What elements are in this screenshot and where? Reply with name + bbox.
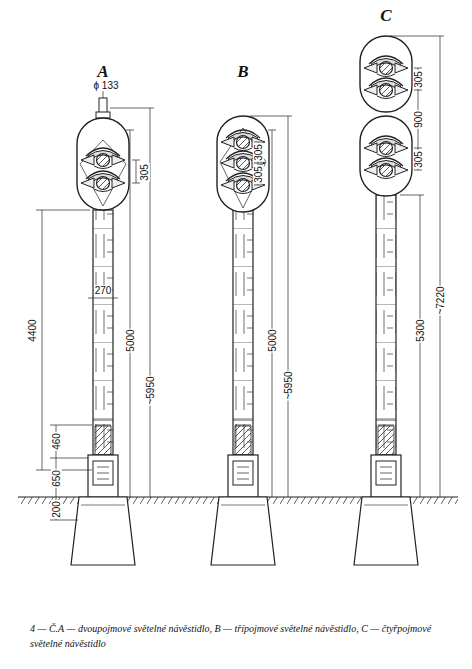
signal-letter: C xyxy=(379,7,392,26)
dimension: 270 xyxy=(94,285,113,296)
dimension: 900 xyxy=(413,110,424,129)
dimension: 200 xyxy=(51,500,62,519)
dimension: ~5950 xyxy=(283,370,294,400)
dimension: ~5950 xyxy=(145,375,156,405)
dimension: 305 xyxy=(413,70,424,89)
dimension: 305 xyxy=(253,143,264,162)
dimension: 650 xyxy=(51,469,62,488)
dimension: 5000 xyxy=(267,328,278,352)
dimension: 5300 xyxy=(415,318,426,342)
dimension: 305 xyxy=(413,150,424,169)
dimension: 305 xyxy=(253,165,264,184)
dimension: ~7220 xyxy=(435,285,446,315)
diameter-dimension: ϕ 133 xyxy=(92,80,119,91)
dimension: 305 xyxy=(139,163,150,182)
signal-letter: B xyxy=(236,63,249,82)
dimension: 4400 xyxy=(27,318,38,342)
figure-caption: 4 — Č.A — dvoupojmové světelné návěstidl… xyxy=(30,622,450,651)
dimension: 460 xyxy=(51,432,62,451)
dimension: 5000 xyxy=(125,328,136,352)
